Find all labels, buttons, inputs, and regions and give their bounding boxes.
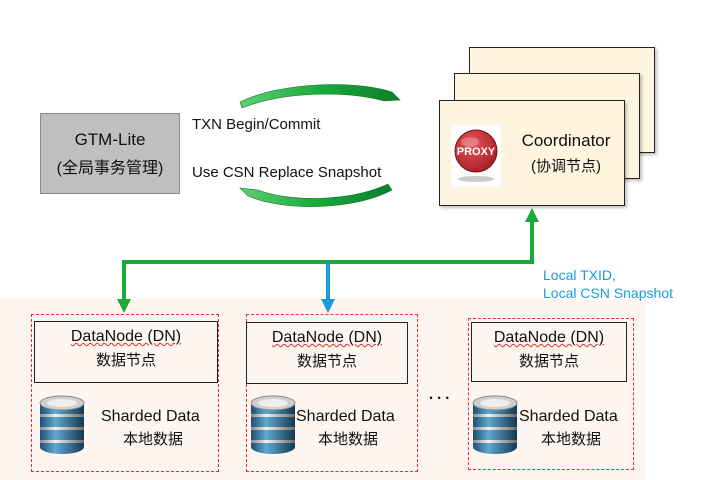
gtm-lite-box: GTM-Lite (全局事务管理) [40,113,180,194]
datanode-1-subtitle: 数据节点 [95,352,156,369]
datanode-2-subtitle: 数据节点 [296,353,357,370]
datanode-1-data-subtitle: 本地数据 [123,431,184,448]
gtm-subtitle: (全局事务管理) [56,159,164,177]
top-arc-arrow [239,84,401,109]
gtm-title: GTM-Lite [74,129,146,149]
datanode-3 [468,318,634,470]
datanode-3-subtitle: 数据节点 [518,353,579,370]
datanode-3-title: DataNode (DN) [493,329,605,346]
datanode-1-data-label: Sharded Data 本地数据 [101,408,200,449]
datanode-1 [31,314,219,472]
txn-begin-commit-label: TXN Begin/Commit [192,116,321,133]
coord-up-arrowhead [525,208,539,222]
datanode-3-data-title: Sharded Data [519,408,618,425]
datanode-1-data-title: Sharded Data [101,408,200,425]
proxy-logo-text: PROXY [457,146,496,158]
datanode-2-title: DataNode (DN) [271,329,383,346]
datanode-3-data-subtitle: 本地数据 [541,431,602,448]
coordinator-title: Coordinator [521,131,611,150]
bottom-arc-arrow [239,183,393,207]
dn1-arrowhead [117,299,131,313]
database-icon [469,393,521,462]
ellipsis: ... [428,379,453,404]
datanode-3-header: DataNode (DN) 数据节点 [471,322,627,382]
datanode-2-data-title: Sharded Data [296,408,395,425]
datanode-1-header: DataNode (DN) 数据节点 [34,321,218,383]
coordinator-label: Coordinator (协调节点) [510,131,622,176]
datanode-2 [246,314,418,472]
dn2-arrowhead [321,299,335,313]
datanode-1-title: DataNode (DN) [70,328,182,345]
local-txid-label: Local TXID, Local CSN Snapshot [543,266,673,302]
database-icon [36,393,88,462]
csn-snapshot-label: Use CSN Replace Snapshot [192,164,382,181]
local-txid-line1: Local TXID, [543,267,616,283]
datanode-2-data-subtitle: 本地数据 [318,431,379,448]
database-icon [247,393,299,462]
proxy-logo: PROXY [451,125,501,187]
coordinator-subtitle: (协调节点) [531,158,601,175]
datanode-2-data-label: Sharded Data 本地数据 [296,408,395,449]
datanode-3-data-label: Sharded Data 本地数据 [519,408,618,449]
local-txid-line2: Local CSN Snapshot [543,285,673,301]
datanode-2-header: DataNode (DN) 数据节点 [246,322,408,384]
